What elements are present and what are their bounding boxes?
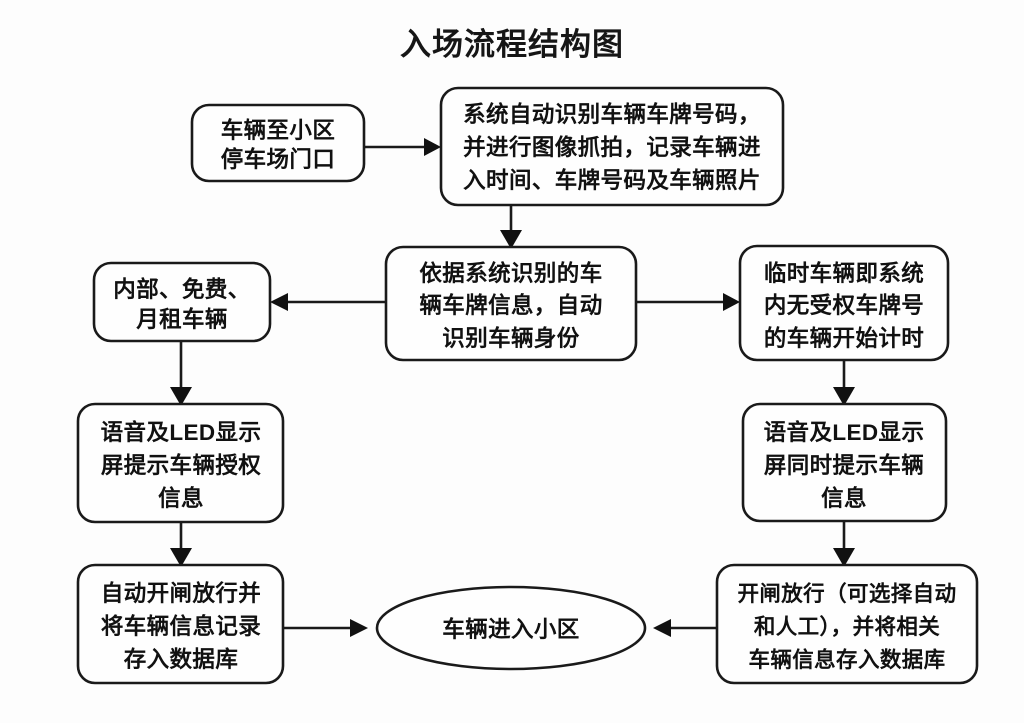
identity-recognition-node[interactable]: 依据系统识别的车 辆车牌信息，自动 识别车辆身份 xyxy=(384,245,638,362)
auto-gate-record-box[interactable] xyxy=(76,563,285,685)
plate-recognition-line-1: 系统自动识别车辆车牌号码， xyxy=(463,101,761,127)
led-vehicle-info-node[interactable]: 语音及LED显示 屏同时提示车辆 信息 xyxy=(741,402,948,523)
temporary-vehicle-node[interactable]: 临时车辆即系统 内无受权车牌号 的车辆开始计时 xyxy=(738,244,950,362)
plate-recognition-line-3: 入时间、车牌号码及车辆照片 xyxy=(463,167,761,193)
vehicle-enters-community-label: 车辆进入小区 xyxy=(442,616,579,642)
manual-gate-record-node[interactable]: 开闸放行（可选择自动 和人工），并将相关 车辆信息存入数据库 xyxy=(715,563,979,685)
manual-gate-record-line-2: 和人工），并将相关 xyxy=(754,614,940,639)
identity-recognition-line-1: 依据系统识别的车 xyxy=(419,260,602,286)
manual-gate-record-line-3: 车辆信息存入数据库 xyxy=(748,647,945,672)
led-authorized-info-line-2: 屏提示车辆授权 xyxy=(101,452,261,478)
vehicle-arrives-box[interactable] xyxy=(190,103,366,183)
vehicle-enters-community-node[interactable]: 车辆进入小区 xyxy=(375,585,647,671)
temporary-vehicle-line-1: 临时车辆即系统 xyxy=(764,260,924,286)
edge-recognize-to-identity xyxy=(500,205,522,249)
identity-recognition-box[interactable] xyxy=(384,245,638,362)
led-authorized-info-line-3: 信息 xyxy=(158,485,204,511)
auto-gate-record-node[interactable]: 自动开闸放行并 将车辆信息记录 存入数据库 xyxy=(76,563,285,685)
plate-recognition-box[interactable] xyxy=(439,86,785,207)
temporary-vehicle-line-3: 的车辆开始计时 xyxy=(764,325,924,351)
temporary-vehicle-line-2: 内无受权车牌号 xyxy=(764,292,924,318)
edge-led-to-manualgate xyxy=(833,521,855,567)
auto-gate-record-line-1: 自动开闸放行并 xyxy=(101,580,261,606)
edge-autogate-to-enter xyxy=(283,619,368,637)
edge-identity-to-authorized xyxy=(270,293,386,311)
identity-recognition-line-2: 辆车牌信息，自动 xyxy=(419,292,602,318)
plate-recognition-node[interactable]: 系统自动识别车辆车牌号码， 并进行图像抓拍，记录车辆进 入时间、车牌号码及车辆照… xyxy=(439,86,785,207)
authorized-vehicle-box[interactable] xyxy=(92,261,272,343)
page-title: 入场流程结构图 xyxy=(400,27,624,62)
manual-gate-record-box[interactable] xyxy=(715,563,979,685)
led-vehicle-info-line-2: 屏同时提示车辆 xyxy=(764,452,924,478)
led-authorized-info-line-1: 语音及LED显示 xyxy=(101,419,262,445)
led-vehicle-info-line-3: 信息 xyxy=(821,485,867,511)
authorized-vehicle-line-1: 内部、免费、 xyxy=(113,276,250,302)
led-authorized-info-box[interactable] xyxy=(76,402,285,524)
authorized-vehicle-node[interactable]: 内部、免费、 月租车辆 xyxy=(92,261,272,343)
identity-recognition-line-3: 识别车辆身份 xyxy=(442,325,580,351)
vehicle-arrives-line-1: 车辆至小区 xyxy=(221,117,336,143)
led-authorized-info-node[interactable]: 语音及LED显示 屏提示车辆授权 信息 xyxy=(76,402,285,524)
plate-recognition-line-2: 并进行图像抓拍，记录车辆进 xyxy=(463,134,761,160)
vehicle-arrives-line-2: 停车场门口 xyxy=(221,146,336,172)
edge-authorized-to-led xyxy=(170,341,192,406)
authorized-vehicle-line-2: 月租车辆 xyxy=(135,306,228,332)
edge-identity-to-temporary xyxy=(636,293,740,311)
temporary-vehicle-box[interactable] xyxy=(738,244,950,362)
led-vehicle-info-line-1: 语音及LED显示 xyxy=(764,419,925,445)
edge-led-to-autogate xyxy=(170,522,192,567)
edge-manualgate-to-enter xyxy=(653,619,717,637)
led-vehicle-info-box[interactable] xyxy=(741,402,948,523)
vehicle-enters-community-ellipse[interactable] xyxy=(375,585,647,671)
auto-gate-record-line-2: 将车辆信息记录 xyxy=(101,613,261,639)
edge-arrive-to-recognize xyxy=(364,138,441,156)
auto-gate-record-line-3: 存入数据库 xyxy=(124,646,239,672)
edge-temporary-to-led xyxy=(833,360,855,406)
manual-gate-record-line-1: 开闸放行（可选择自动 xyxy=(737,581,956,606)
vehicle-arrives-node[interactable]: 车辆至小区 停车场门口 xyxy=(190,103,366,183)
